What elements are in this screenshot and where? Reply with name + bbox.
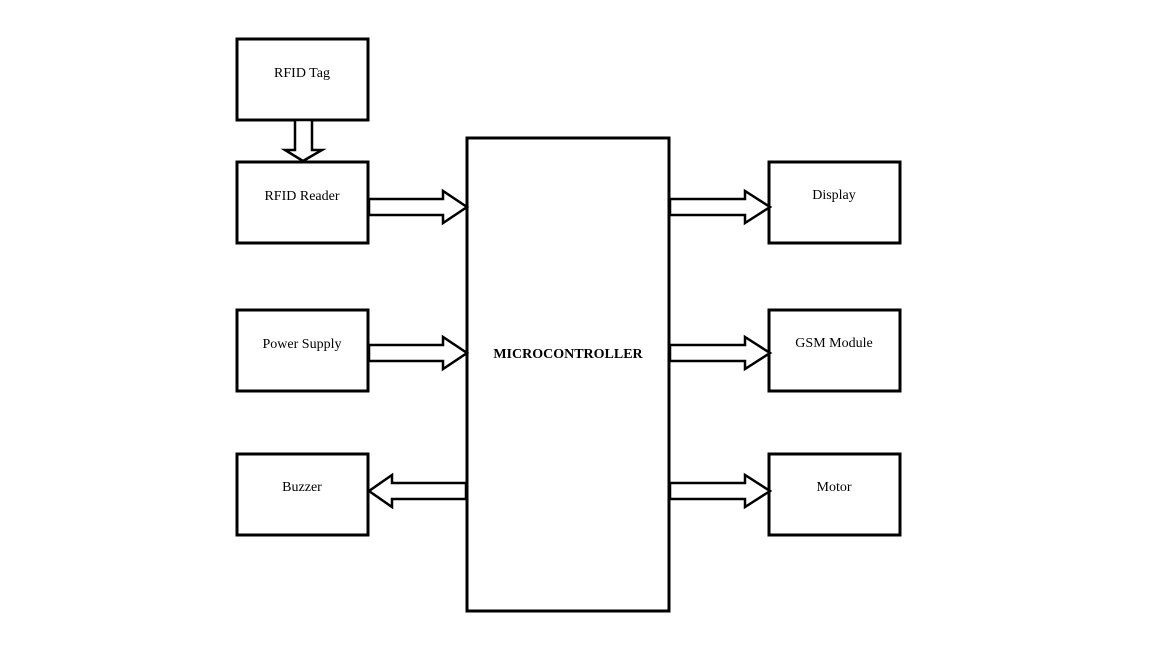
arrow-tag-to-reader [280,118,327,163]
buzzer-block: Buzzer [235,452,370,537]
display-block: Display [767,160,902,245]
arrow-reader-to-mcu [367,188,470,226]
arrow-mcu-to-display [668,188,773,226]
arrow-mcu-to-motor [668,472,773,510]
motor-label: Motor [817,480,852,495]
arrow-power-to-mcu [367,334,470,372]
power-supply-label: Power Supply [263,337,342,352]
motor-block: Motor [767,452,902,537]
arrow-mcu-to-buzzer [366,472,468,510]
gsm-module-label: GSM Module [795,336,872,351]
power-supply-block: Power Supply [235,308,370,393]
gsm-module-block: GSM Module [767,308,902,393]
rfid-tag-label: RFID Tag [274,66,330,81]
display-label: Display [812,188,856,203]
rfid-reader-label: RFID Reader [264,189,339,204]
microcontroller-block: MICROCONTROLLER [465,136,671,613]
rfid-reader-block: RFID Reader [235,160,370,245]
arrow-mcu-to-gsm [668,334,773,372]
buzzer-label: Buzzer [282,480,322,495]
rfid-tag-block: RFID Tag [235,37,370,122]
microcontroller-label: MICROCONTROLLER [493,347,643,362]
